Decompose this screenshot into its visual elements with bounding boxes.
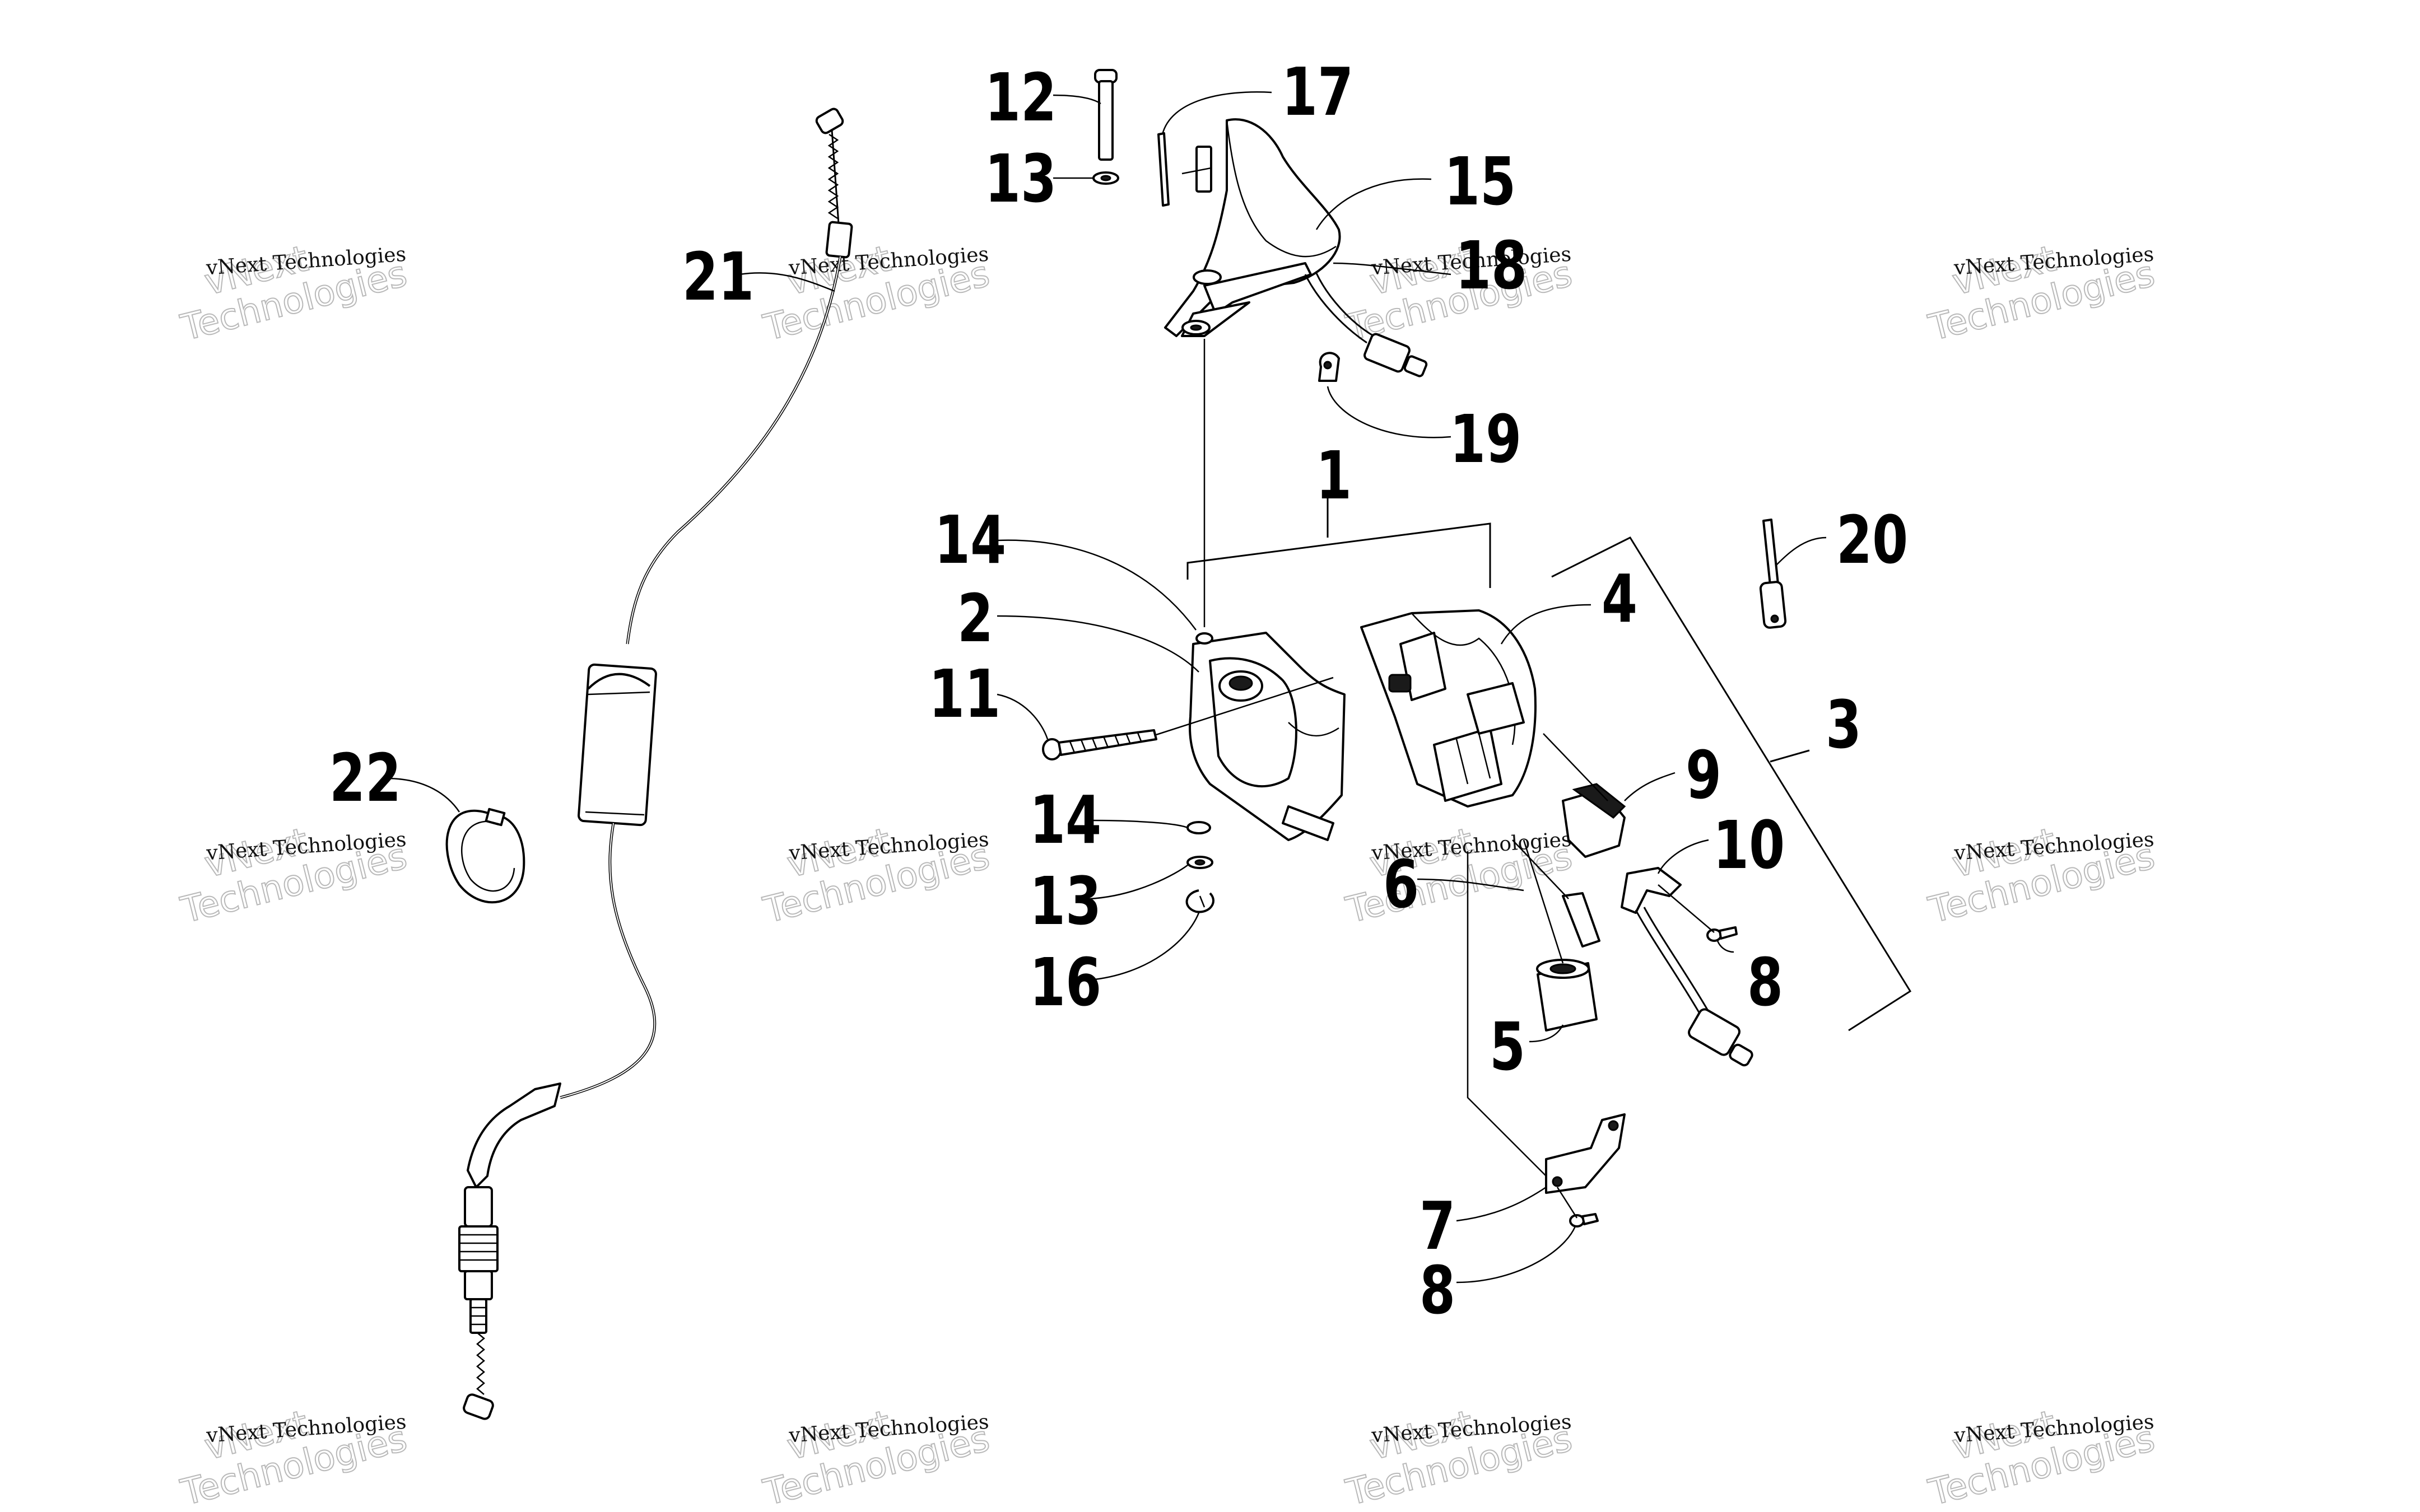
bushing [1523, 839, 1598, 1032]
lower-housing [1189, 632, 1346, 841]
callout-17: 17 [1282, 54, 1353, 130]
callout-15: 15 [1444, 143, 1516, 220]
bracket-screw-lower [1556, 1187, 1599, 1228]
leader-lines [386, 91, 1912, 1284]
top-washer [1092, 171, 1119, 185]
watermark: vNext Technologies vNext Technologies [1924, 237, 2160, 349]
switch-wire-connector [1304, 273, 1428, 382]
watermark: vNext Technologies vNext Technologies [176, 237, 412, 349]
tag-pin [1759, 519, 1787, 629]
throttle-cable [458, 108, 853, 1420]
throttle-lever [1164, 118, 1341, 337]
e-clip [1185, 889, 1214, 913]
watermark: vNext Technologies vNext Technologies [759, 820, 994, 932]
clamp-ring [445, 808, 525, 904]
lower-bracket [1545, 1113, 1626, 1194]
callout-9: 9 [1686, 737, 1721, 814]
callout-4: 4 [1602, 561, 1637, 637]
callout-5: 5 [1490, 1009, 1525, 1085]
watermark: vNext Technologies vNext Technologies [1924, 1402, 2160, 1512]
watermark: vNext Technologies vNext Technologies [176, 1402, 412, 1512]
watermark: vNext Technologies vNext Technologies [759, 237, 994, 349]
callout-22: 22 [329, 740, 401, 816]
callout-7: 7 [1420, 1188, 1455, 1264]
callout-18: 18 [1455, 227, 1527, 304]
callout-numbers: 1 2 3 4 5 6 7 8 8 9 10 11 12 13 13 14 14… [329, 54, 1908, 1329]
callout-2: 2 [957, 580, 993, 657]
callout-6: 6 [1383, 846, 1419, 923]
lower-washer [1186, 856, 1213, 869]
watermark: vNext Technologies vNext Technologies [176, 820, 412, 932]
callout-12: 12 [985, 59, 1057, 136]
callout-13-top: 13 [985, 141, 1057, 217]
wire-terminal [1512, 839, 1600, 948]
callout-3: 3 [1826, 687, 1861, 763]
callout-11: 11 [929, 656, 1000, 732]
callout-20: 20 [1836, 502, 1908, 578]
callout-19: 19 [1450, 401, 1521, 478]
switch-bracket [1621, 867, 1753, 1067]
kill-switch [1543, 733, 1626, 858]
housing-screw [1042, 676, 1334, 760]
watermark: vNext Technologies vNext Technologies [1342, 820, 1577, 932]
watermark: vNext Technologies vNext Technologies [1924, 820, 2160, 932]
watermark: vNext Technologies vNext Technologies [759, 1402, 994, 1512]
bracket-screw-upper [1658, 884, 1738, 942]
callout-13-bottom: 13 [1030, 863, 1101, 940]
callout-8-lower: 8 [1420, 1252, 1455, 1329]
callout-21: 21 [682, 239, 754, 315]
callout-10: 10 [1713, 807, 1785, 884]
watermark: vNext Technologies vNext Technologies [1342, 1402, 1577, 1512]
callout-8-upper: 8 [1747, 944, 1783, 1021]
top-bolt [1094, 69, 1118, 161]
upper-housing [1360, 609, 1537, 808]
lower-spacer [1186, 821, 1211, 834]
callout-14-bottom: 14 [1030, 782, 1101, 858]
callout-1: 1 [1316, 437, 1352, 514]
upper-spacer [1195, 632, 1213, 645]
switch-terminal [1157, 132, 1212, 207]
callout-14-top: 14 [934, 502, 1006, 578]
callout-16: 16 [1030, 944, 1101, 1021]
